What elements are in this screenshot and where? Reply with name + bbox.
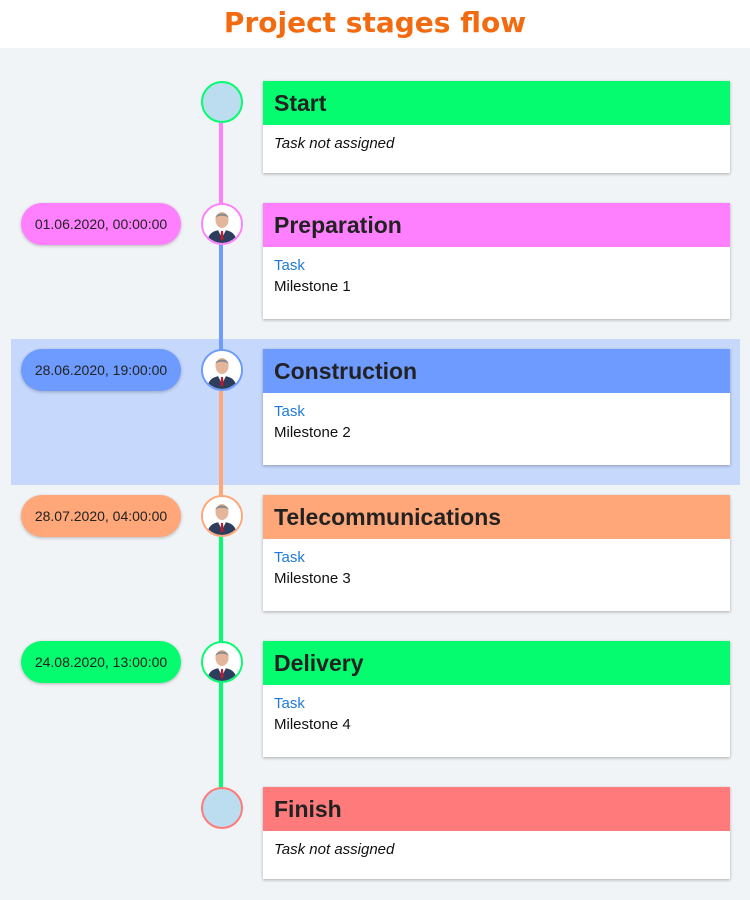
connector-segment [219, 370, 223, 516]
stage-node-avatar [201, 349, 243, 391]
task-link[interactable]: Task [274, 549, 305, 566]
person-avatar-icon [203, 643, 241, 681]
stage-card-title: Start [263, 81, 730, 125]
milestone-label: Milestone 1 [274, 278, 351, 295]
stage-node-avatar [201, 495, 243, 537]
stage-date-pill: 28.06.2020, 19:00:00 [21, 349, 181, 391]
task-not-assigned-label: Task not assigned [274, 135, 395, 152]
connector-segment [219, 516, 223, 662]
connector-segment [219, 224, 223, 370]
stage-node-empty [201, 81, 243, 123]
task-link[interactable]: Task [274, 403, 305, 420]
stage-date-pill: 28.07.2020, 04:00:00 [21, 495, 181, 537]
person-avatar-icon [203, 497, 241, 535]
connector-segment [219, 102, 223, 224]
stage-card-body: Task not assigned [263, 831, 730, 879]
milestone-label: Milestone 3 [274, 570, 351, 587]
stage-card-title: Delivery [263, 641, 730, 685]
stage-node-avatar [201, 203, 243, 245]
stage-card-title: Telecommunications [263, 495, 730, 539]
page-title: Project stages flow [0, 0, 750, 48]
task-not-assigned-label: Task not assigned [274, 841, 395, 858]
person-avatar-icon [203, 351, 241, 389]
stage-card-title: Finish [263, 787, 730, 831]
stage-card-title: Construction [263, 349, 730, 393]
milestone-label: Milestone 2 [274, 424, 351, 441]
person-avatar-icon [203, 205, 241, 243]
stage-node-empty [201, 787, 243, 829]
stage-card-body: Task not assigned [263, 125, 730, 173]
task-link[interactable]: Task [274, 257, 305, 274]
stage-node-avatar [201, 641, 243, 683]
milestone-label: Milestone 4 [274, 716, 351, 733]
task-link[interactable]: Task [274, 695, 305, 712]
stage-date-pill: 24.08.2020, 13:00:00 [21, 641, 181, 683]
connector-segment [219, 662, 223, 808]
stage-date-pill: 01.06.2020, 00:00:00 [21, 203, 181, 245]
stage-card-title: Preparation [263, 203, 730, 247]
